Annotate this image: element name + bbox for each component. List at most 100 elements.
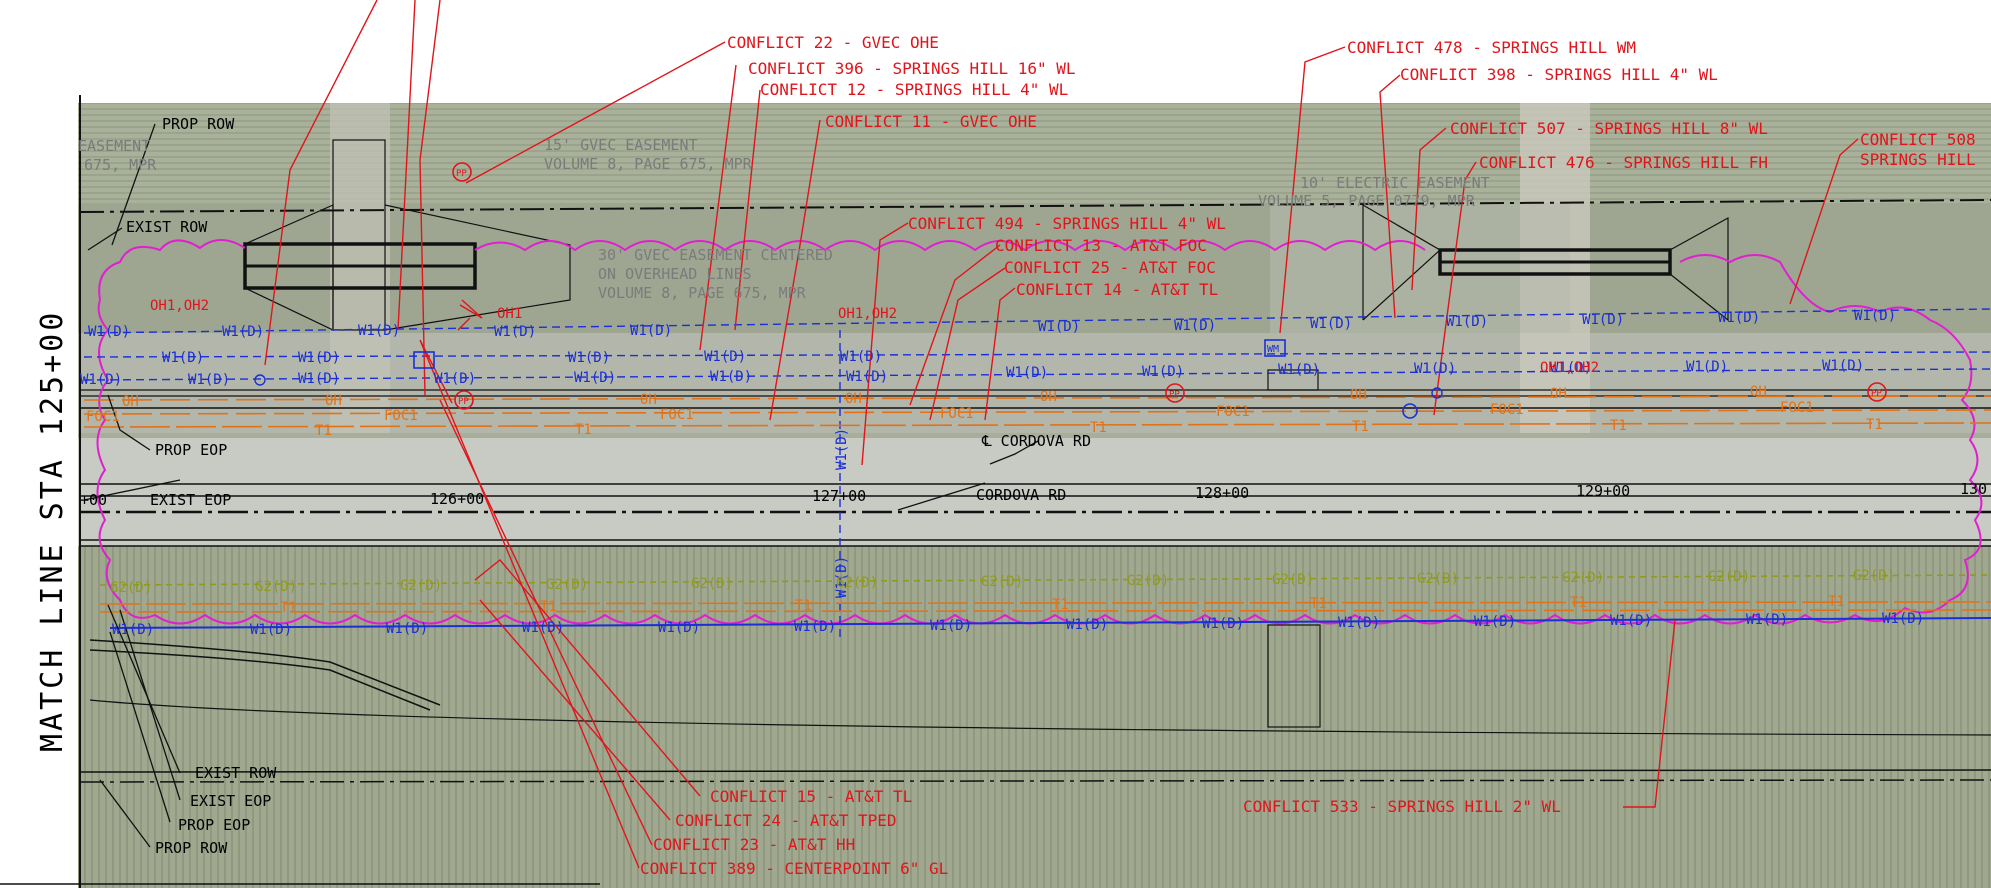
gas-code: G2(D) bbox=[400, 578, 442, 594]
conflict-507-label: CONFLICT 507 - SPRINGS HILL 8" WL bbox=[1450, 119, 1768, 138]
conflict-508-label: CONFLICT 508 bbox=[1860, 130, 1976, 149]
water-code: W1(D) bbox=[298, 350, 340, 366]
easement-left-2: 675, MPR bbox=[84, 156, 157, 174]
gvec-30-easement-1: 30' GVEC EASEMENT CENTERED bbox=[598, 246, 833, 264]
gas-code: G2(D) bbox=[1417, 571, 1459, 587]
conflict-494-label: CONFLICT 494 - SPRINGS HILL 4" WL bbox=[908, 214, 1226, 233]
overhead-code: OH bbox=[122, 394, 139, 410]
conflict-13-label: CONFLICT 13 - AT&T FOC bbox=[995, 236, 1207, 255]
water-code: W1(D) bbox=[846, 369, 888, 385]
conflict-23-label: CONFLICT 23 - AT&T HH bbox=[653, 835, 855, 854]
power-pole-code: PP bbox=[456, 169, 467, 179]
exist-eop-label-top: EXIST EOP bbox=[150, 491, 231, 509]
water-code: W1(D) bbox=[386, 621, 428, 637]
fiber-code: FOC1 bbox=[86, 409, 120, 425]
power-pole-code: PP bbox=[1169, 390, 1180, 400]
gas-code: G2(D) bbox=[546, 577, 588, 593]
water-code: W1(D) bbox=[1582, 312, 1624, 328]
water-code: W1(D) bbox=[112, 622, 154, 638]
water-code: W1(D) bbox=[1414, 361, 1456, 377]
power-pole-icon bbox=[1867, 382, 1887, 402]
gas-code: G2(D) bbox=[1272, 572, 1314, 588]
fire-hydrant-icon bbox=[1402, 403, 1418, 419]
tel-code: T1 bbox=[795, 598, 812, 614]
water-code: W1(D) bbox=[1310, 316, 1352, 332]
water-lines bbox=[83, 308, 1991, 640]
overhead-codes: OH OH OH OH OH OH OH OH OH1,OH2 OH1,OH2 … bbox=[122, 169, 1882, 410]
conflict-11-label: CONFLICT 11 - GVEC OHE bbox=[825, 112, 1037, 131]
water-code: W1(D) bbox=[1686, 359, 1728, 375]
gas-code: G2(D) bbox=[255, 579, 297, 595]
overhead-code-red: OH1,OH2 bbox=[838, 306, 897, 322]
water-code: W1(D) bbox=[710, 369, 752, 385]
station-labels: +00 126+00 127+00 128+00 129+00 130 bbox=[80, 480, 1987, 509]
station-label: 128+00 bbox=[1195, 484, 1249, 502]
conflict-labels: CONFLICT 22 - GVEC OHE CONFLICT 396 - SP… bbox=[640, 33, 1976, 878]
gas-code: G2(D) bbox=[981, 574, 1023, 590]
gas-code: G2(D) bbox=[1127, 573, 1169, 589]
station-label: 126+00 bbox=[430, 490, 484, 508]
revision-cloud bbox=[96, 239, 1983, 625]
gvec-15-easement-2: VOLUME 8, PAGE 675, MPR bbox=[544, 155, 753, 173]
water-code-vertical: W1(D) bbox=[834, 556, 850, 598]
fiber-code: FOC1 bbox=[660, 407, 694, 423]
tel-code: T1 bbox=[540, 599, 557, 615]
gas-code: G2(D) bbox=[1562, 570, 1604, 586]
tel-code: T1 bbox=[1866, 417, 1883, 433]
gvec-15-easement-1: 15' GVEC EASEMENT bbox=[544, 136, 698, 154]
fiber-code: FOC1 bbox=[384, 408, 418, 424]
conflict-533-label: CONFLICT 533 - SPRINGS HILL 2" WL bbox=[1243, 797, 1561, 816]
cordova-road-name: CORDOVA RD bbox=[976, 486, 1066, 504]
gas-line-codes: G2(D) G2(D) G2(D) G2(D) G2(D) G2(D) G2(D… bbox=[110, 568, 1895, 596]
water-code: W1(D) bbox=[1338, 615, 1380, 631]
water-code: W1(D) bbox=[188, 372, 230, 388]
cordova-centerline-label: ℄ CORDOVA RD bbox=[981, 432, 1091, 450]
overhead-code: OH bbox=[1350, 387, 1367, 403]
match-line-label: MATCH LINE STA 125+00 bbox=[35, 310, 70, 752]
water-code-vertical: W1(D) bbox=[834, 428, 850, 470]
water-code: W1(D) bbox=[494, 324, 536, 340]
fiber-code: FOC1 bbox=[1490, 402, 1524, 418]
pole-symbols bbox=[254, 162, 1887, 419]
tel-code: T1 bbox=[1610, 418, 1627, 434]
overhead-code: OH bbox=[640, 392, 657, 408]
water-code: W1(D) bbox=[1202, 616, 1244, 632]
water-code: W1(D) bbox=[630, 323, 672, 339]
water-code: W1(D) bbox=[434, 371, 476, 387]
power-pole-icon bbox=[452, 162, 472, 182]
row-eop-labels: PROP ROW EXIST ROW PROP EOP EXIST EOP EX… bbox=[126, 115, 277, 857]
conflict-478-label: CONFLICT 478 - SPRINGS HILL WM bbox=[1347, 38, 1636, 57]
exist-eop-label-bottom: EXIST EOP bbox=[190, 792, 271, 810]
electric-10-easement-2: VOLUME 5, PAGE 0779, MPR bbox=[1258, 192, 1476, 210]
gvec-30-easement-2: ON OVERHEAD LINES bbox=[598, 265, 752, 283]
water-code: W1(D) bbox=[522, 620, 564, 636]
water-code: W1(D) bbox=[574, 370, 616, 386]
tel-code: T1 bbox=[1090, 420, 1107, 436]
valve-icon bbox=[254, 374, 266, 386]
water-code: W1(D) bbox=[1006, 365, 1048, 381]
conflict-12-label: CONFLICT 12 - SPRINGS HILL 4" WL bbox=[760, 80, 1068, 99]
water-code: W1(D) bbox=[704, 349, 746, 365]
water-code: W1(D) bbox=[930, 618, 972, 634]
row-leaders bbox=[83, 123, 1039, 848]
overhead-code: OH bbox=[1040, 389, 1057, 405]
water-code: W1(D) bbox=[1746, 612, 1788, 628]
power-pole-icon bbox=[454, 390, 474, 410]
tel-code: T1 bbox=[1352, 419, 1369, 435]
fiber-code: FOC1 bbox=[1780, 400, 1814, 416]
valve-icon bbox=[1431, 387, 1443, 399]
water-code: W1(D) bbox=[80, 372, 122, 388]
easement-left-1: EASEMENT bbox=[78, 137, 150, 155]
conflict-476-label: CONFLICT 476 - SPRINGS HILL FH bbox=[1479, 153, 1768, 172]
water-code: W1(D) bbox=[1142, 364, 1184, 380]
water-code: W1(D) bbox=[1610, 613, 1652, 629]
water-code: W1(D) bbox=[568, 350, 610, 366]
gas-code: G2(D) bbox=[1853, 568, 1895, 584]
power-pole-code: PP bbox=[1871, 389, 1882, 399]
water-code: W1(D) bbox=[1278, 362, 1320, 378]
easement-labels: EASEMENT 675, MPR 15' GVEC EASEMENT VOLU… bbox=[78, 136, 1490, 302]
water-code: W1(D) bbox=[1854, 308, 1896, 324]
water-code: W1(D) bbox=[358, 323, 400, 339]
prop-eop-label-bottom: PROP EOP bbox=[178, 816, 250, 834]
